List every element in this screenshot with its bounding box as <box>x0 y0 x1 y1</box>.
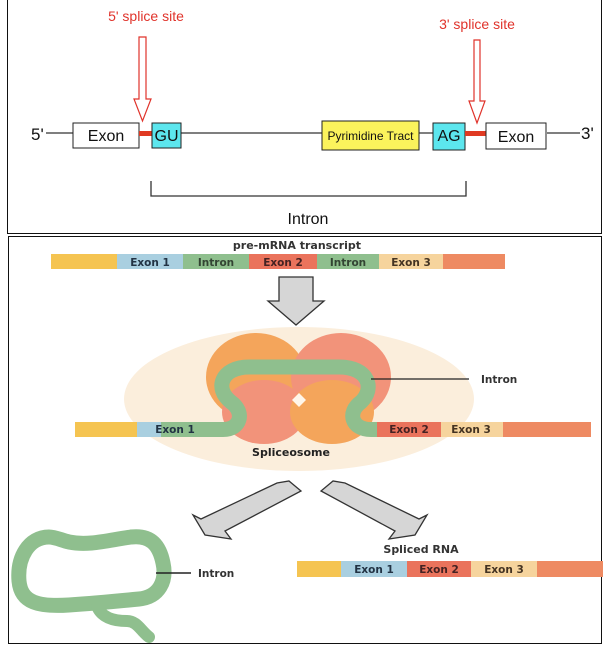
spliceosome-label: Spliceosome <box>252 446 330 459</box>
excised-intron-label: Intron <box>198 568 234 580</box>
arrow-to-spliced-rna-icon <box>319 480 429 540</box>
pre-mrna-intron1 <box>183 254 249 269</box>
three-prime-end-label: 3' <box>581 124 594 143</box>
pre-mrna-title: pre-mRNA transcript <box>233 239 361 252</box>
spliced-rna-strip: Exon 1 Exon 2 Exon 3 <box>297 561 603 577</box>
spliceosome-rna-strip: Exon 1 Exon 2 Exon 3 <box>75 359 591 437</box>
spliceosome-exon2 <box>377 422 441 437</box>
spliceosome-center <box>292 393 306 407</box>
lariat-tail <box>91 600 155 643</box>
spliceosome-exon2-label: Exon 2 <box>389 424 429 436</box>
spliceosome-intron-loop <box>161 359 379 437</box>
spliced-exon3-label: Exon 3 <box>484 564 524 576</box>
pre-mrna-exon3-label: Exon 3 <box>391 257 431 269</box>
spliced-exon1-label: Exon 1 <box>354 564 394 576</box>
spliceosome-exon3-label: Exon 3 <box>451 424 491 436</box>
pyrimidine-tract-label: Pyrimidine Tract <box>327 129 414 143</box>
pre-mrna-exon2-label: Exon 2 <box>263 257 303 269</box>
spliceosome-exon1-label: Exon 1 <box>155 424 195 436</box>
exon-left-label: Exon <box>88 128 124 145</box>
lariat-loop <box>11 529 172 613</box>
pre-mrna-intron1-label: Intron <box>198 257 234 269</box>
splice-site-diagram: 5' 3' Exon GU Pyrimidine Tract AG Exon 5… <box>31 8 594 228</box>
pre-mrna-utr5 <box>51 254 117 269</box>
splice-junction-5 <box>139 131 152 136</box>
pyrimidine-tract-box <box>321 120 420 151</box>
pre-mrna-intron2-label: Intron <box>330 257 366 269</box>
exon-left-box <box>72 122 140 149</box>
pre-mrna-exon3 <box>379 254 443 269</box>
splice-site-3-label: 3' splice site <box>439 16 515 32</box>
splice-site-5-label: 5' splice site <box>108 8 184 24</box>
spliced-exon2 <box>407 561 471 577</box>
splice-site-5-arrow-icon <box>133 36 152 123</box>
pre-mrna-strip: Exon 1 Intron Exon 2 Intron Exon 3 <box>51 254 505 269</box>
splice-junction-3 <box>465 131 486 136</box>
spliceosome-utr5 <box>75 422 137 437</box>
spliced-utr5 <box>297 561 341 577</box>
pre-mrna-exon1-label: Exon 1 <box>130 257 170 269</box>
splice-site-diagram-panel: 5' 3' Exon GU Pyrimidine Tract AG Exon 5… <box>7 0 602 234</box>
spliceosome-intron-label: Intron <box>481 374 517 386</box>
pre-mrna-exon2 <box>249 254 317 269</box>
intron-bracket-label: Intron <box>288 211 329 228</box>
spliced-exon3 <box>471 561 537 577</box>
spliced-exon1 <box>341 561 407 577</box>
spliceosome-utr3 <box>503 422 591 437</box>
splicing-process-panel: pre-mRNA transcript Exon 1 Intron Exon 2… <box>8 236 603 644</box>
splicing-process-diagram: pre-mRNA transcript Exon 1 Intron Exon 2… <box>11 239 603 643</box>
exon-right-box <box>485 122 547 150</box>
five-prime-end-label: 5' <box>31 125 44 144</box>
excised-intron-lariat <box>11 529 172 643</box>
pre-mrna-intron2 <box>317 254 379 269</box>
gu-label: GU <box>155 128 179 145</box>
pre-mrna-utr3 <box>443 254 505 269</box>
gu-box <box>151 122 182 149</box>
ag-box <box>432 122 466 151</box>
ag-label: AG <box>437 128 460 145</box>
spliced-utr3 <box>537 561 603 577</box>
spliced-rna-title: Spliced RNA <box>383 543 459 556</box>
intron-bracket <box>150 181 467 197</box>
pre-mrna-exon1 <box>117 254 183 269</box>
arrow-to-intron-icon <box>191 480 303 540</box>
splice-site-3-arrow-icon <box>468 39 486 125</box>
exon-right-label: Exon <box>498 129 534 146</box>
down-arrow-icon <box>266 276 326 326</box>
spliceosome-exon3 <box>441 422 503 437</box>
spliced-exon2-label: Exon 2 <box>419 564 459 576</box>
